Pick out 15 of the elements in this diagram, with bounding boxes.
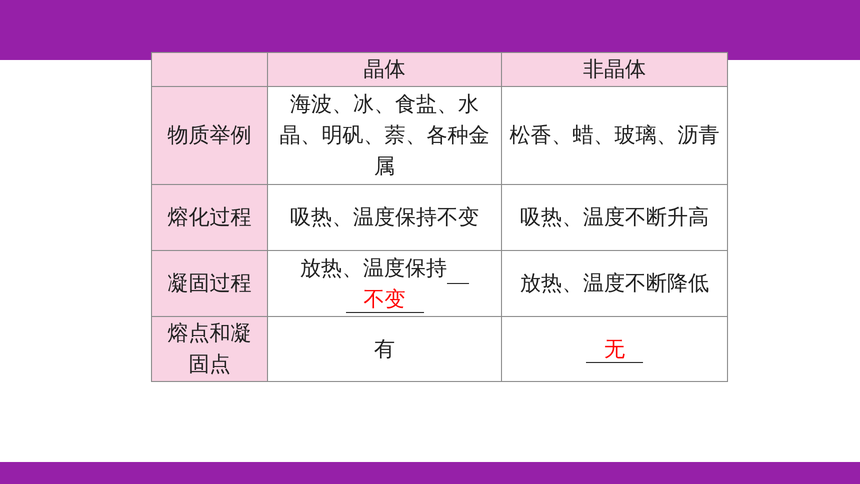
column-header: 非晶体: [583, 57, 646, 81]
cell-text: 放热、温度不断降低: [520, 271, 709, 295]
cell-text: 吸热、温度保持不变: [290, 205, 479, 229]
cell-text: 海波、冰、食盐、水晶、明矾、萘、各种金属: [280, 92, 490, 178]
cell-text: 放热、温度保持: [300, 256, 447, 280]
row-header: 物质举例: [168, 123, 252, 147]
row-header: 熔点和凝固点: [168, 321, 252, 376]
cell-text: 有: [374, 336, 395, 360]
cell-text: 吸热、温度不断升高: [520, 205, 709, 229]
fill-in-answer: 无: [586, 336, 643, 362]
fill-in-answer: 不变: [346, 286, 424, 312]
column-header: 晶体: [364, 57, 406, 81]
row-header: 熔化过程: [168, 205, 252, 229]
row-header: 凝固过程: [168, 271, 252, 295]
cell-text: 松香、蜡、玻璃、沥青: [510, 123, 720, 147]
